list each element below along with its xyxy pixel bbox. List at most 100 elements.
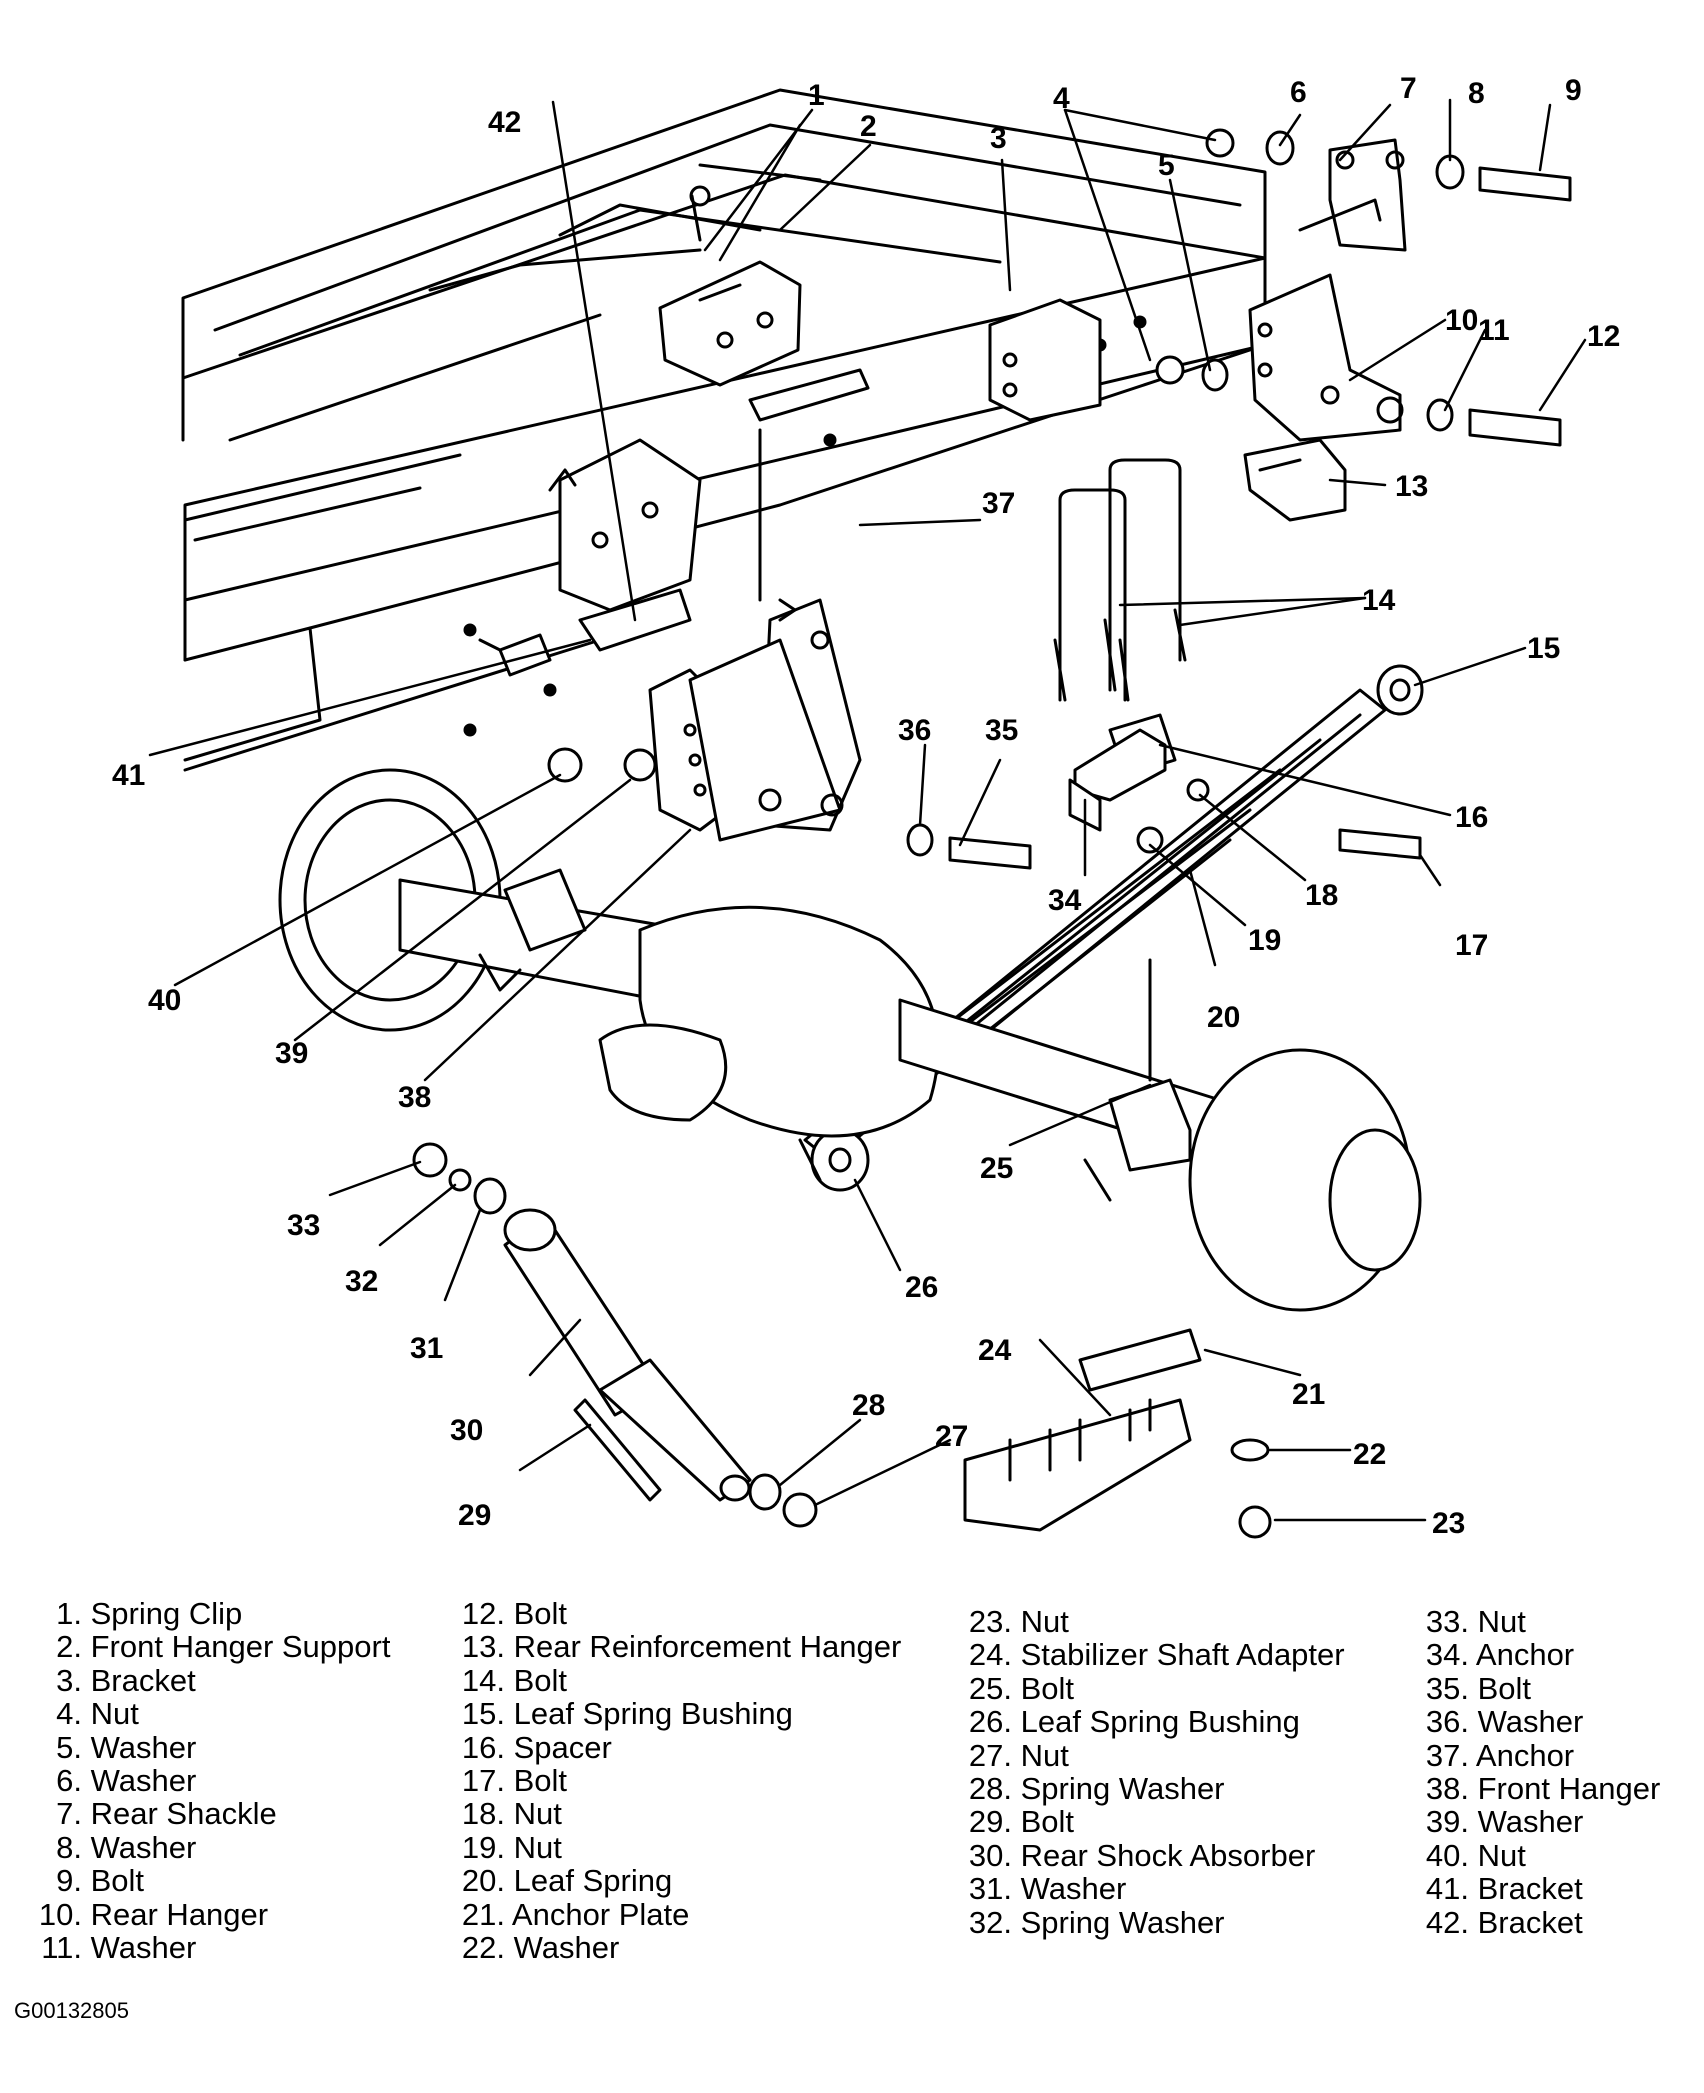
legend-item: 15. Leaf Spring Bushing (461, 1696, 793, 1732)
legend-item: 16. Spacer (461, 1729, 612, 1765)
shock-absorber-drawing (412, 1142, 818, 1528)
callout-1: 1 (808, 79, 825, 112)
callout-12: 12 (1587, 320, 1620, 353)
legend-item: 8. Washer (56, 1829, 197, 1865)
legend-item: 11. Washer (41, 1930, 197, 1966)
callout-29: 29 (458, 1499, 491, 1532)
legend-item: 41. Bracket (1425, 1871, 1583, 1907)
legend-item: 7. Rear Shackle (56, 1796, 277, 1832)
callout-6: 6 (1290, 76, 1307, 109)
legend-item: 9. Bolt (56, 1863, 145, 1899)
callout-5: 5 (1158, 149, 1175, 182)
legend-item: 27. Nut (968, 1737, 1069, 1773)
callout-37: 37 (982, 487, 1015, 520)
legend-item: 30. Rear Shock Absorber (968, 1837, 1316, 1873)
legend-item: 12. Bolt (461, 1596, 568, 1631)
legend-item: 26. Leaf Spring Bushing (968, 1704, 1300, 1740)
callout-30: 30 (450, 1414, 483, 1447)
front-hanger-drawing (648, 368, 870, 842)
callout-34: 34 (1048, 884, 1082, 917)
legend-item: 33. Nut (1425, 1604, 1526, 1639)
legend-item: 17. Bolt (461, 1763, 568, 1799)
legend-item: 2. Front Hanger Support (56, 1629, 391, 1665)
callout-22: 22 (1353, 1438, 1386, 1471)
legend-column-1: 1. Spring Clip 2. Front Hanger Support 3… (30, 1596, 391, 1966)
stabilizer-adapter-drawing (963, 1328, 1272, 1539)
bracket-parts-drawing (478, 260, 1102, 677)
callout-14: 14 (1362, 584, 1396, 617)
legend-column-2: 12. Bolt 13. Rear Reinforcement Hanger 1… (448, 1596, 902, 1966)
callout-3: 3 (990, 122, 1007, 155)
callout-11: 11 (1478, 314, 1510, 347)
legend-item: 31. Washer (968, 1871, 1127, 1907)
legend-item: 20. Leaf Spring (461, 1863, 673, 1899)
legend-column-4: 33. Nut 34. Anchor 35. Bolt 36. Washer 3… (1412, 1605, 1660, 1939)
legend-item: 6. Washer (56, 1763, 197, 1799)
callout-23: 23 (1432, 1507, 1465, 1540)
legend-item: 25. Bolt (968, 1670, 1075, 1706)
legend-item: 29. Bolt (968, 1804, 1075, 1840)
callout-38: 38 (398, 1081, 431, 1114)
small-parts-drawing (547, 128, 1572, 870)
callout-28: 28 (852, 1389, 885, 1422)
legend-item: 39. Washer (1425, 1804, 1584, 1840)
callout-2: 2 (860, 110, 877, 143)
legend-item: 35. Bolt (1425, 1670, 1532, 1706)
callout-26: 26 (905, 1271, 938, 1304)
callout-33: 33 (287, 1209, 320, 1242)
callout-numbers: 1 2 3 4 5 6 7 8 9 10 11 12 13 14 15 16 1… (112, 72, 1620, 1540)
legend-column-3: 23. Nut 24. Stabilizer Shaft Adapter 25.… (955, 1605, 1345, 1939)
legend-item: 37. Anchor (1425, 1737, 1575, 1773)
legend-item: 40. Nut (1425, 1837, 1526, 1873)
legend-item: 24. Stabilizer Shaft Adapter (968, 1637, 1345, 1673)
legend-item: 3. Bracket (56, 1662, 196, 1698)
legend-item: 5. Washer (56, 1729, 197, 1765)
legend-item: 28. Spring Washer (968, 1771, 1225, 1807)
callout-36: 36 (898, 714, 931, 747)
callout-40: 40 (148, 984, 181, 1017)
callout-20: 20 (1207, 1001, 1240, 1034)
callout-42: 42 (488, 106, 521, 139)
legend-item: 38. Front Hanger (1425, 1771, 1661, 1807)
legend-item: 23. Nut (968, 1604, 1069, 1639)
legend-item: 36. Washer (1425, 1704, 1584, 1740)
legend-item: 4. Nut (56, 1696, 139, 1732)
figure-id: G00132805 (14, 1998, 129, 2023)
callout-31: 31 (410, 1332, 443, 1365)
callout-19: 19 (1248, 924, 1281, 957)
legend-item: 10. Rear Hanger (38, 1896, 269, 1932)
legend-item: 21. Anchor Plate (461, 1896, 690, 1932)
callout-24: 24 (978, 1334, 1012, 1367)
exploded-view-diagram: 1 2 3 4 5 6 7 8 9 10 11 12 13 14 15 16 1… (112, 72, 1620, 1540)
callout-4: 4 (1053, 82, 1070, 115)
legend-item: 18. Nut (461, 1796, 562, 1832)
callout-7: 7 (1400, 72, 1417, 105)
callout-21: 21 (1292, 1378, 1325, 1411)
callout-17: 17 (1455, 929, 1488, 962)
legend-item: 14. Bolt (461, 1662, 568, 1698)
callout-18: 18 (1305, 879, 1338, 912)
callout-32: 32 (345, 1265, 378, 1298)
callout-27: 27 (935, 1420, 968, 1453)
callout-39: 39 (275, 1037, 308, 1070)
legend-item: 42. Bracket (1425, 1904, 1583, 1940)
legend-item: 1. Spring Clip (56, 1596, 243, 1631)
legend-item: 19. Nut (461, 1829, 562, 1865)
callout-13: 13 (1395, 470, 1428, 503)
callout-35: 35 (985, 714, 1018, 747)
legend-item: 34. Anchor (1425, 1637, 1575, 1673)
leader-lines (148, 98, 1587, 1522)
callout-9: 9 (1565, 74, 1582, 107)
axle-assembly-drawing (278, 768, 1422, 1312)
callout-41: 41 (112, 759, 145, 792)
callout-15: 15 (1527, 632, 1560, 665)
callout-16: 16 (1455, 801, 1488, 834)
rear-shackle-hanger-drawing (1243, 138, 1407, 522)
callout-10: 10 (1445, 304, 1478, 337)
u-bolts-drawing (1053, 458, 1187, 702)
legend-item: 22. Washer (461, 1930, 620, 1966)
legend-item: 32. Spring Washer (968, 1904, 1225, 1940)
callout-8: 8 (1468, 77, 1485, 110)
legend-item: 13. Rear Reinforcement Hanger (461, 1629, 902, 1665)
callout-25: 25 (980, 1152, 1013, 1185)
